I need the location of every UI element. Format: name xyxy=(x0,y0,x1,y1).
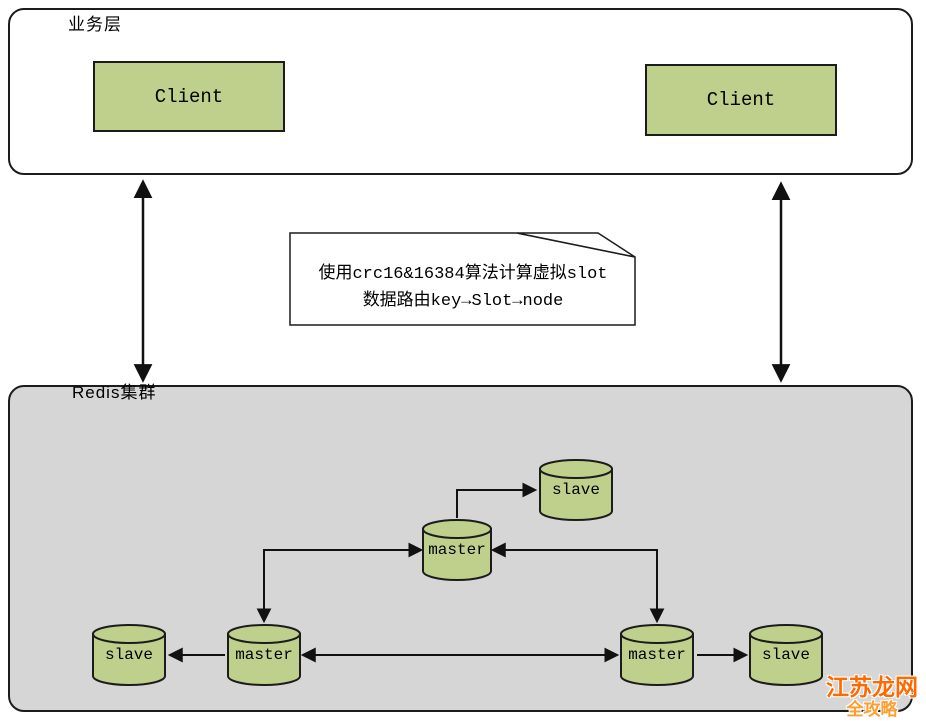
redis-cluster-label: Redis集群 xyxy=(72,383,157,402)
note-line-1: 使用crc16&16384算法计算虚拟slot xyxy=(318,265,608,284)
note-line-2: 数据路由key→Slot→node xyxy=(362,292,564,311)
slave-right-label: slave xyxy=(761,646,810,664)
note-shape xyxy=(289,232,636,326)
db-cylinder-slave-right xyxy=(749,624,823,686)
slave-left-label: slave xyxy=(104,646,153,664)
client-left-label: Client xyxy=(154,85,224,108)
db-cylinder-slave-top xyxy=(539,459,613,521)
db-cylinder-master-right xyxy=(620,624,694,686)
arrow-master-center-master-right xyxy=(490,542,665,624)
business-layer-label: 业务层 xyxy=(68,15,122,34)
client-node-left: Client xyxy=(93,61,285,132)
arrow-master-center-master-left xyxy=(256,542,424,624)
watermark-line-1: 江苏龙网 xyxy=(826,674,918,701)
slot-routing-note: 使用crc16&16384算法计算虚拟slot 数据路由key→Slot→nod… xyxy=(291,261,635,315)
slave-top-label: slave xyxy=(551,481,600,499)
note-fold-corner xyxy=(516,232,636,258)
client-right-label: Client xyxy=(706,89,776,111)
master-center-label: master xyxy=(428,541,486,559)
db-cylinder-master-center xyxy=(422,519,492,581)
watermark-line-2: 全攻略 xyxy=(846,700,898,720)
master-right-label: master xyxy=(628,646,686,664)
db-cylinder-master-left xyxy=(227,624,301,686)
db-cylinder-slave-left xyxy=(92,624,166,686)
client-node-right: Client xyxy=(645,64,837,136)
site-watermark: 江苏龙网 全攻略 xyxy=(826,674,918,720)
master-left-label: master xyxy=(235,646,293,664)
arrow-master-center-to-slave-top xyxy=(456,482,538,518)
